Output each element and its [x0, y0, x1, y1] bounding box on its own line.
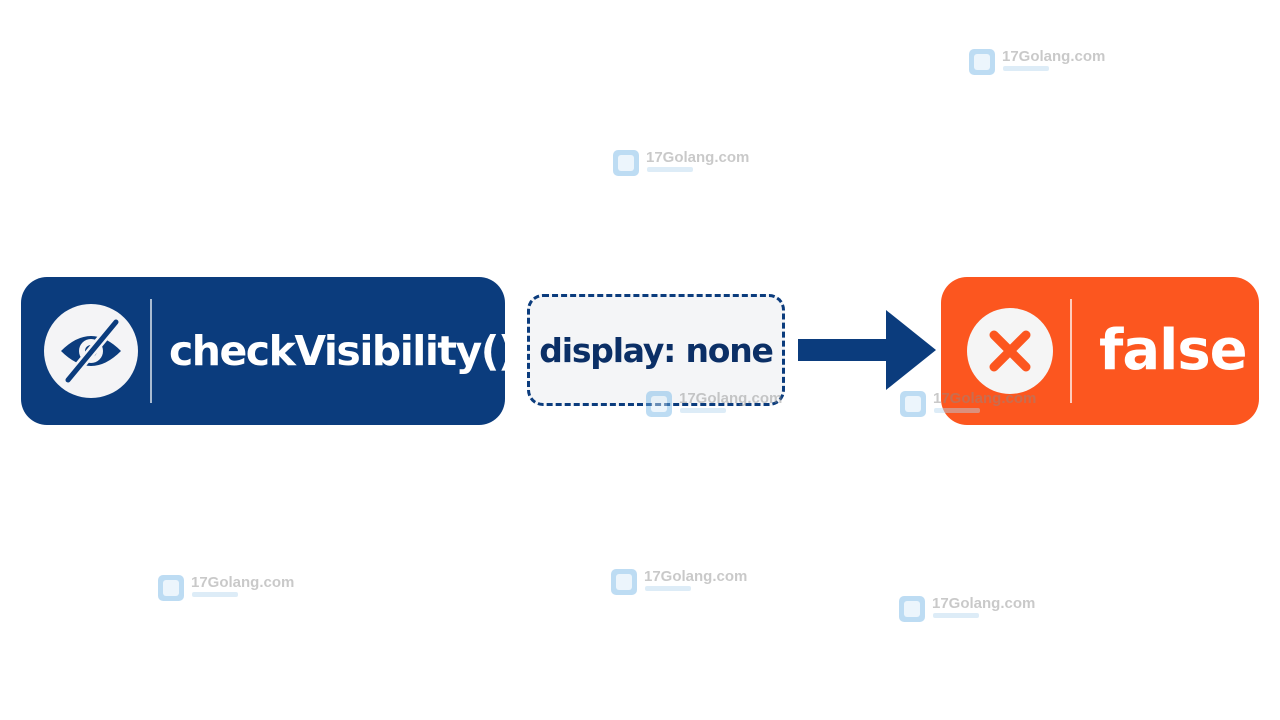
arrow-right-icon	[798, 310, 938, 390]
result-box: false	[941, 277, 1259, 425]
watermark-logo-icon	[899, 596, 925, 622]
eye-slash-icon	[44, 304, 138, 398]
left-divider	[150, 299, 152, 403]
watermark-text: 17Golang.com	[191, 574, 295, 591]
x-circle-icon	[967, 308, 1053, 394]
watermark-subtext	[933, 613, 979, 618]
watermark-text: 17Golang.com	[644, 568, 748, 585]
watermark-subtext	[192, 592, 238, 597]
watermark: 17Golang.com	[900, 389, 1050, 419]
watermark-logo-icon	[646, 391, 672, 417]
watermark-subtext	[647, 167, 693, 172]
condition-label: display: none	[539, 330, 774, 370]
function-box: checkVisibility()	[21, 277, 517, 425]
function-label: checkVisibility()	[169, 327, 517, 375]
watermark: 17Golang.com	[158, 573, 308, 603]
watermark-logo-icon	[900, 391, 926, 417]
watermark-text: 17Golang.com	[932, 595, 1036, 612]
watermark-logo-icon	[611, 569, 637, 595]
watermark-subtext	[680, 408, 726, 413]
watermark-text: 17Golang.com	[1002, 48, 1106, 65]
watermark-subtext	[934, 408, 980, 413]
watermark: 17Golang.com	[613, 148, 763, 178]
watermark-subtext	[1003, 66, 1049, 71]
watermark-logo-icon	[969, 49, 995, 75]
watermark-text: 17Golang.com	[679, 390, 783, 407]
right-divider	[1070, 299, 1072, 403]
watermark-text: 17Golang.com	[646, 149, 750, 166]
watermark-text: 17Golang.com	[933, 390, 1037, 407]
watermark: 17Golang.com	[646, 389, 796, 419]
result-label: false	[1099, 318, 1248, 383]
watermark: 17Golang.com	[969, 47, 1119, 77]
watermark-logo-icon	[613, 150, 639, 176]
watermark-subtext	[645, 586, 691, 591]
condition-box: display: none	[527, 294, 785, 406]
watermark: 17Golang.com	[899, 594, 1049, 624]
watermark: 17Golang.com	[611, 567, 761, 597]
watermark-logo-icon	[158, 575, 184, 601]
